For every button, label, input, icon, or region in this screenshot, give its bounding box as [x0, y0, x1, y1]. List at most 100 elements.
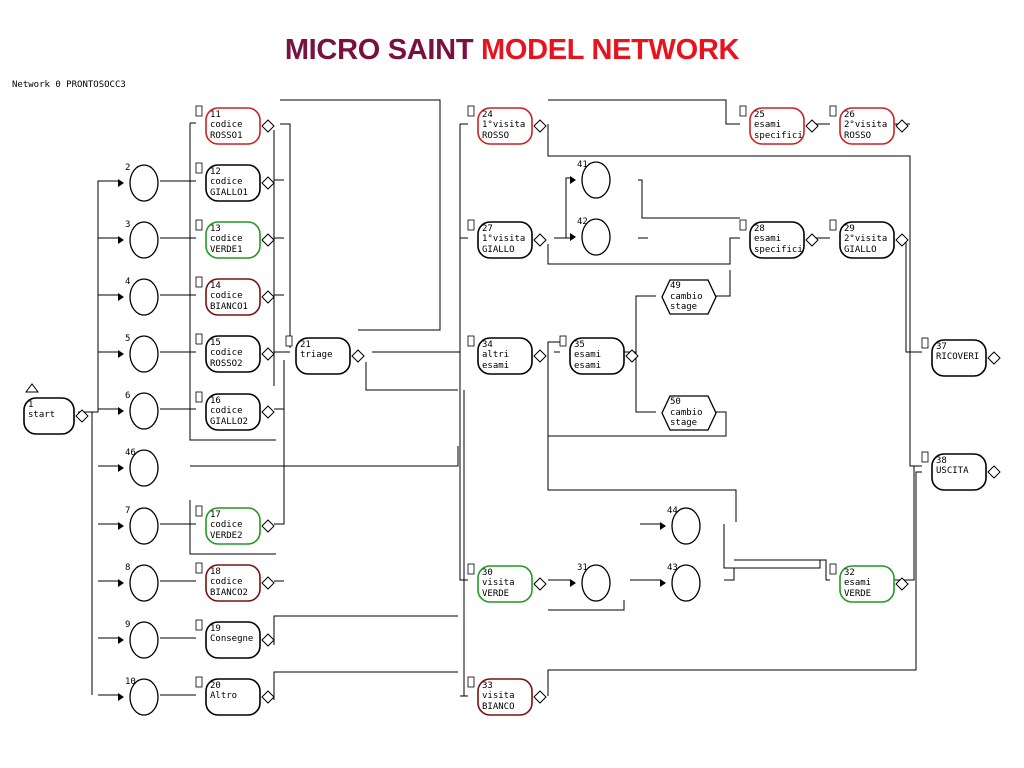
oval-shape: [129, 164, 159, 202]
node-number: 30: [482, 568, 493, 578]
node-41[interactable]: 41: [570, 160, 611, 199]
node-number: 5: [125, 334, 130, 344]
node-31[interactable]: 31: [570, 563, 611, 602]
node-9[interactable]: 9: [118, 620, 159, 659]
node-number: 25: [754, 110, 765, 120]
node-number: 34: [482, 340, 493, 350]
node-label: Altro: [210, 691, 237, 701]
node-label: 2°visita: [844, 234, 887, 244]
input-arrow-icon: [118, 350, 124, 358]
node-label: ROSSO1: [210, 131, 243, 141]
input-arrow-icon: [118, 579, 124, 587]
input-arrow-icon: [118, 464, 124, 472]
node-number: 1: [28, 400, 33, 410]
input-arrow-icon: [118, 293, 124, 301]
connector-line-60: [909, 352, 922, 467]
decision-diamond-icon: [261, 290, 275, 304]
queue-icon: [467, 676, 475, 688]
queue-icon: [467, 219, 475, 231]
oval-shape: [129, 678, 159, 716]
connector-line-24: [280, 123, 291, 348]
task-shape: [205, 221, 261, 259]
node-46[interactable]: 46: [118, 448, 159, 487]
node-number: 50: [670, 397, 681, 407]
decision-diamond-icon: [625, 349, 639, 363]
input-arrow-icon: [118, 236, 124, 244]
queue-icon: [467, 563, 475, 575]
connector-line-46: [547, 237, 740, 265]
start-triangle-icon: [25, 383, 39, 393]
input-arrow-icon: [118, 693, 124, 701]
node-number: 15: [210, 338, 221, 348]
node-label: ROSSO2: [210, 359, 243, 369]
node-label: triage: [300, 350, 333, 360]
task-shape: [205, 621, 261, 659]
node-label: codice: [210, 291, 243, 301]
node-44[interactable]: 44: [660, 506, 701, 545]
queue-icon: [829, 105, 837, 117]
node-number: 44: [667, 506, 678, 516]
decision-diamond-icon: [895, 577, 909, 591]
node-number: 4: [125, 277, 130, 287]
node-2[interactable]: 2: [118, 163, 159, 202]
node-label: stage: [670, 418, 697, 428]
node-label: stage: [670, 302, 697, 312]
node-label: 1°visita: [482, 120, 525, 130]
node-number: 13: [210, 224, 221, 234]
node-43[interactable]: 43: [660, 563, 701, 602]
decision-diamond-icon: [895, 119, 909, 133]
node-8[interactable]: 8: [118, 563, 159, 602]
node-3[interactable]: 3: [118, 220, 159, 259]
connector-line-65: [724, 568, 735, 581]
node-label: cambio: [670, 408, 703, 418]
node-label: Consegne: [210, 634, 253, 644]
decision-diamond-icon: [261, 233, 275, 247]
task-shape: [205, 278, 261, 316]
connector-line-68: [808, 560, 821, 569]
node-number: 35: [574, 340, 585, 350]
decision-diamond-icon: [261, 690, 275, 704]
connector-line-63: [723, 524, 820, 569]
connectors: [78, 99, 922, 700]
node-label: ROSSO: [482, 131, 509, 141]
node-6[interactable]: 6: [118, 391, 159, 430]
node-10[interactable]: 10: [118, 677, 159, 716]
task-shape: [839, 107, 895, 145]
node-label: codice: [210, 348, 243, 358]
task-shape: [205, 678, 261, 716]
decision-diamond-icon: [261, 576, 275, 590]
node-4[interactable]: 4: [118, 277, 159, 316]
node-5[interactable]: 5: [118, 334, 159, 373]
node-42[interactable]: 42: [570, 217, 611, 256]
connector-line-44: [548, 99, 740, 125]
node-7[interactable]: 7: [118, 506, 159, 545]
task-shape: [295, 337, 351, 375]
